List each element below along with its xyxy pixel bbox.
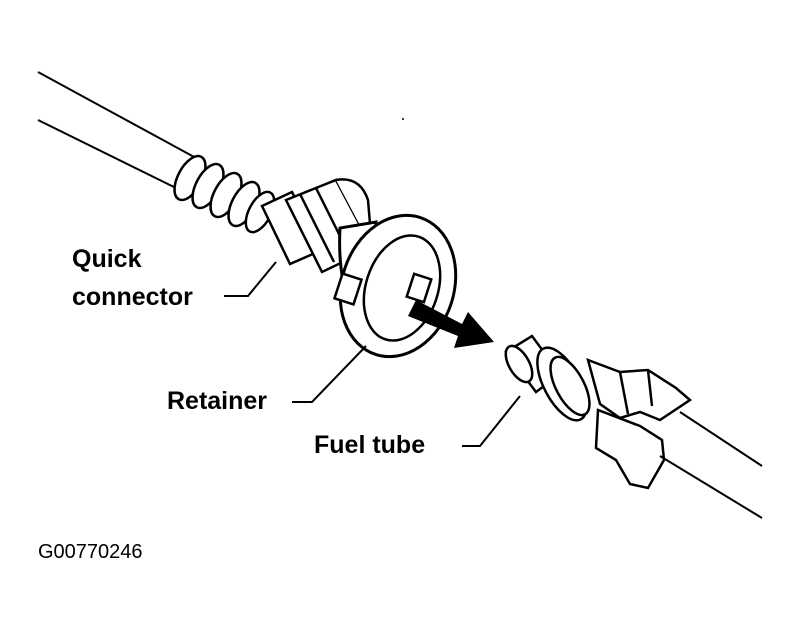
fuel-line xyxy=(659,411,763,519)
corrugated-section xyxy=(173,154,276,234)
retainer-label: Retainer xyxy=(167,387,268,415)
leader-lines xyxy=(224,261,521,447)
fuel-tube xyxy=(504,334,693,490)
hose xyxy=(37,71,197,191)
fuel-tube-label: Fuel tube xyxy=(314,431,426,459)
release-direction-arrow xyxy=(408,300,494,348)
stray-dot xyxy=(402,118,404,120)
figure-id: G00770246 xyxy=(38,541,143,563)
quick-connector-leader xyxy=(224,261,277,297)
quick-connector-label-line2: connector xyxy=(72,283,193,311)
retainer-leader xyxy=(292,345,367,403)
fuel-tube-leader xyxy=(462,395,521,447)
retainer-ring xyxy=(332,213,458,359)
quick-connector-label-line1: Quick xyxy=(72,245,142,273)
